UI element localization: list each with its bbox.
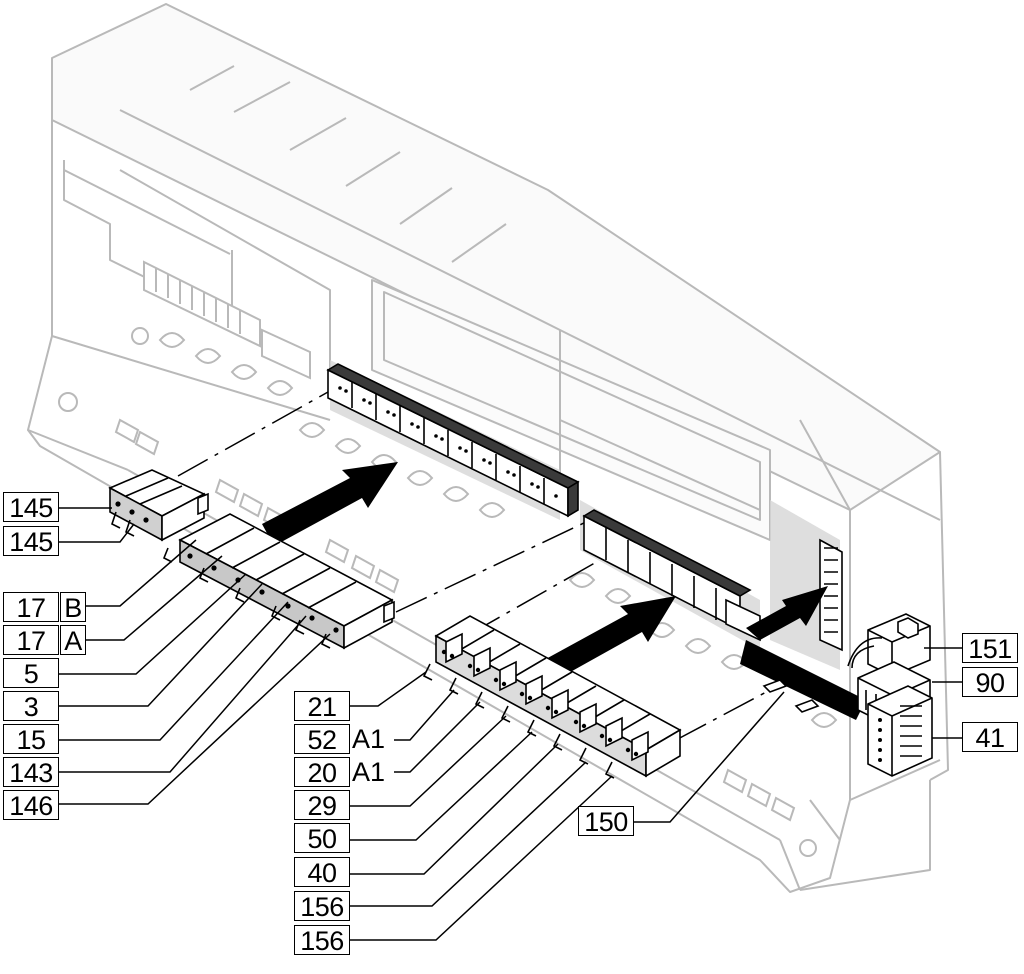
label-29: 29 [294, 790, 350, 821]
label-20-suffix: A1 [352, 757, 386, 787]
label-145-top: 145 [3, 492, 59, 523]
label-52: 52 [294, 724, 350, 755]
label-15: 15 [3, 724, 59, 755]
cable-clips [158, 332, 838, 728]
label-17-a-letter: A [60, 625, 86, 656]
left-plugs [108, 469, 395, 650]
label-41: 41 [962, 722, 1018, 753]
insert-arrows [262, 462, 866, 720]
label-156-top: 156 [294, 891, 350, 922]
label-52-suffix: A1 [352, 724, 386, 754]
label-17-b: 17 [3, 592, 59, 623]
label-17-b-letter: B [60, 592, 86, 623]
guide-lines [177, 391, 771, 741]
label-17-a: 17 [3, 625, 59, 656]
board-terminals-right [819, 538, 843, 652]
label-20: 20 [294, 757, 350, 788]
label-150: 150 [578, 806, 634, 837]
label-156-bottom: 156 [294, 925, 350, 956]
label-40: 40 [294, 857, 350, 888]
label-21: 21 [294, 691, 350, 722]
label-3: 3 [3, 691, 59, 722]
label-5: 5 [3, 658, 59, 689]
board-terminals-top [326, 363, 580, 518]
right-plugs [847, 613, 933, 777]
ground-clips [762, 679, 820, 713]
leader-lines [58, 507, 962, 941]
label-145-bottom: 145 [3, 526, 59, 557]
label-151: 151 [962, 633, 1018, 664]
label-146: 146 [3, 790, 59, 821]
label-143: 143 [3, 757, 59, 788]
label-50: 50 [294, 823, 350, 854]
upper-connector-strip [143, 260, 311, 380]
board-terminals-middle [582, 509, 761, 642]
label-90: 90 [962, 667, 1018, 698]
middle-plugs [422, 615, 682, 779]
